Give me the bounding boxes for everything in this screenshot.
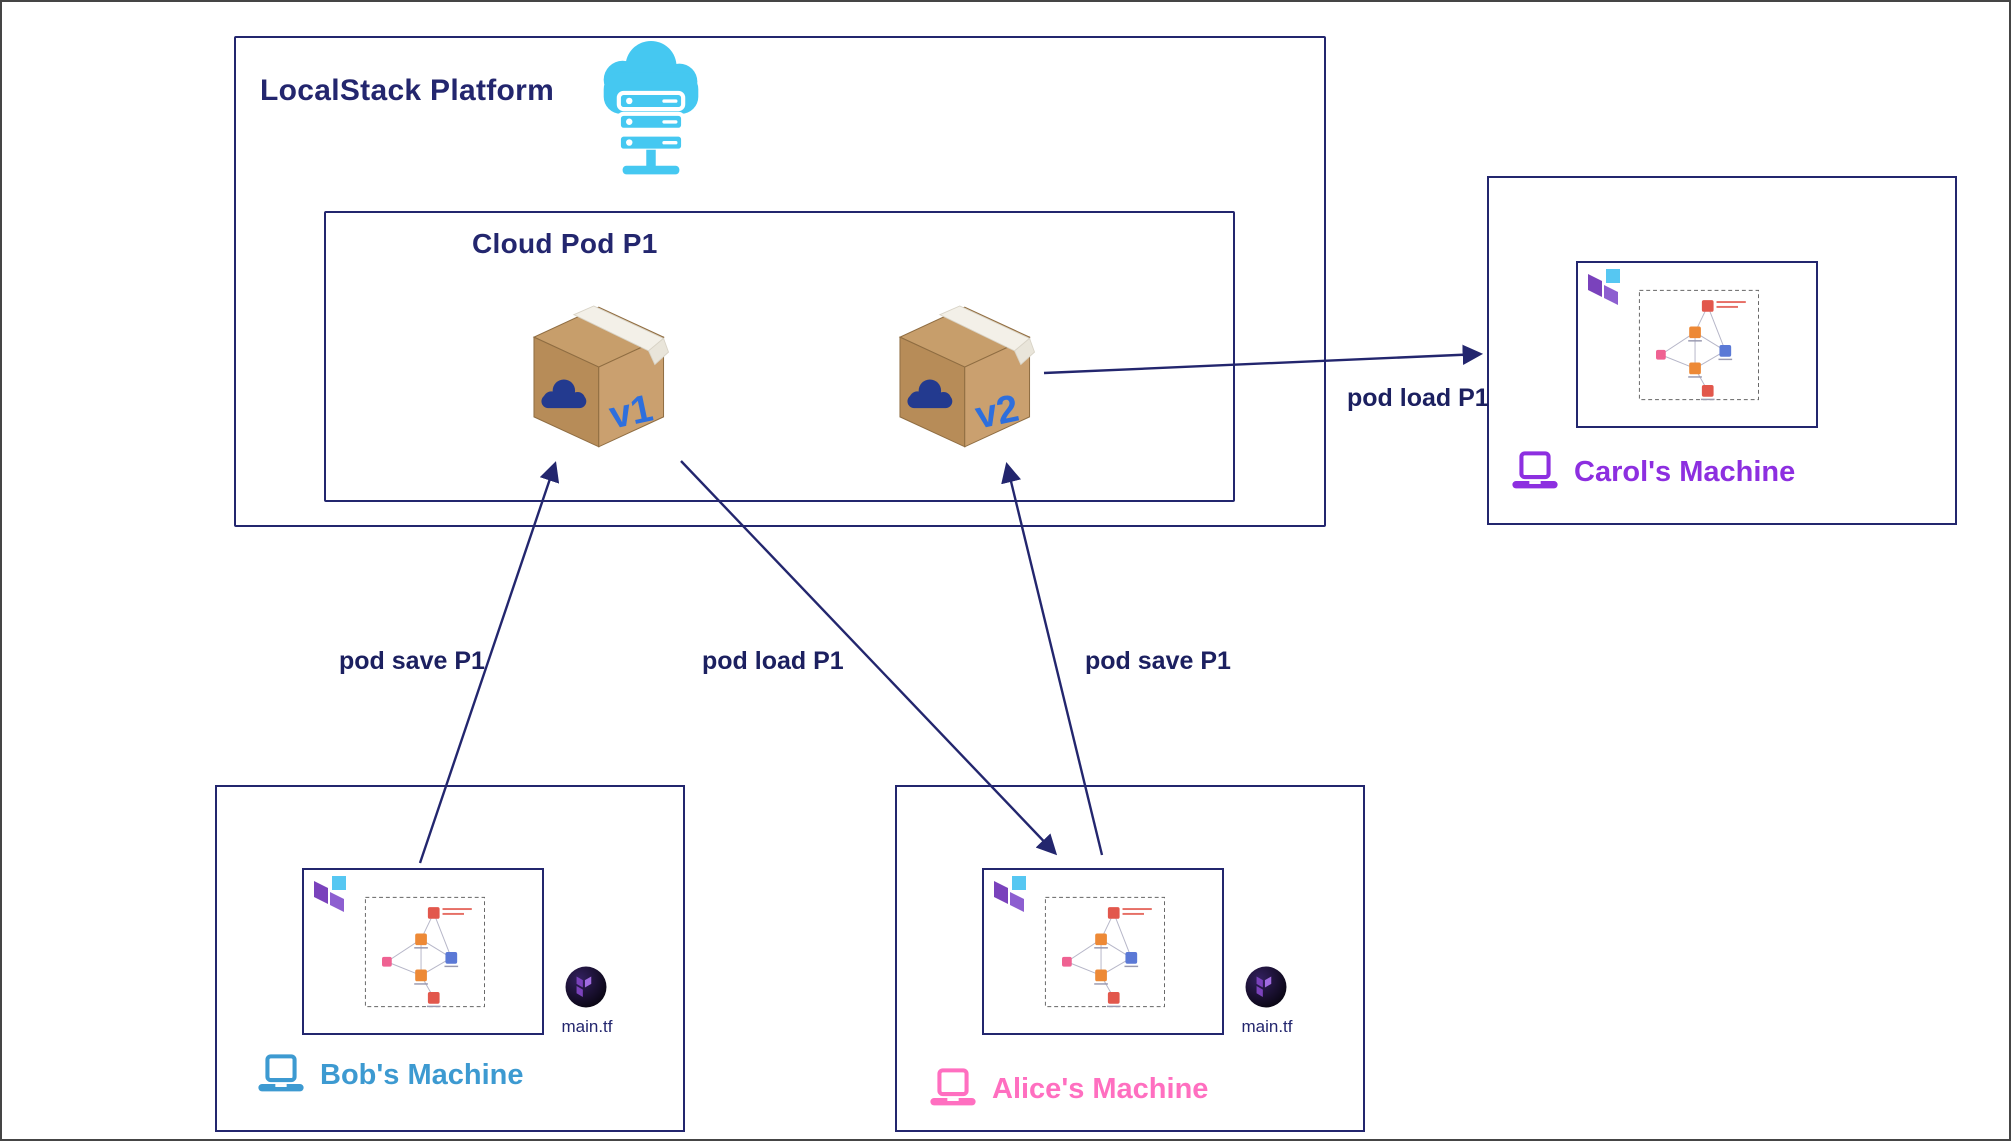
laptop-icon bbox=[930, 1068, 976, 1106]
architecture-diagram bbox=[364, 896, 485, 1008]
laptop-icon bbox=[258, 1054, 304, 1092]
cloud-pod-package-v2: v2 bbox=[898, 305, 1036, 448]
file-name-label: main.tf bbox=[1241, 1017, 1293, 1036]
laptop-icon bbox=[1512, 451, 1558, 489]
localstack-cloud-glyph bbox=[907, 379, 953, 409]
terraform-logo-icon bbox=[994, 876, 1026, 912]
cloud-pod-title: Cloud Pod P1 bbox=[472, 228, 658, 259]
carol-machine-box: Carol's Machine bbox=[1487, 176, 1957, 525]
alice-machine-label: Alice's Machine bbox=[992, 1072, 1209, 1105]
pod-version-label: v2 bbox=[972, 387, 1023, 438]
cloud-pod-package-v1: v1 bbox=[532, 305, 670, 448]
arrow-label-pod-load-alice: pod load P1 bbox=[702, 647, 844, 675]
aws-resource-nodes bbox=[1656, 300, 1732, 397]
file-name-label: main.tf bbox=[561, 1017, 613, 1036]
arrow-label-pod-save-alice: pod save P1 bbox=[1085, 647, 1231, 675]
alice-machine-box: main.tf Alice's Machine bbox=[895, 785, 1365, 1132]
architecture-diagram bbox=[1044, 896, 1165, 1008]
localstack-platform-title: LocalStack Platform bbox=[260, 74, 555, 107]
bob-caption: Bob's Machine bbox=[255, 1053, 523, 1097]
alice-caption: Alice's Machine bbox=[927, 1067, 1208, 1111]
carol-machine-label: Carol's Machine bbox=[1574, 455, 1796, 488]
alice-diagram-box bbox=[982, 868, 1224, 1035]
architecture-diagram bbox=[1638, 289, 1759, 401]
terraform-file-icon bbox=[565, 966, 607, 1008]
aws-resource-nodes bbox=[1062, 907, 1138, 1004]
bob-machine-label: Bob's Machine bbox=[320, 1058, 524, 1091]
cloud-pod-box bbox=[324, 211, 1235, 502]
carol-diagram-box bbox=[1576, 261, 1818, 428]
bob-diagram-box bbox=[302, 868, 544, 1035]
pod-version-label: v1 bbox=[606, 387, 657, 438]
aws-resource-nodes bbox=[382, 907, 458, 1004]
cloud-server-icon bbox=[603, 40, 699, 175]
terraform-logo-icon bbox=[314, 876, 346, 912]
carol-caption: Carol's Machine bbox=[1509, 450, 1795, 494]
bob-machine-box: main.tf Bob's Machine bbox=[215, 785, 685, 1132]
arrow-label-pod-save-bob: pod save P1 bbox=[339, 647, 485, 675]
terraform-file-icon bbox=[1245, 966, 1287, 1008]
terraform-logo-icon bbox=[1588, 269, 1620, 305]
arrow-label-pod-load-carol: pod load P1 bbox=[1347, 384, 1489, 412]
localstack-cloud-glyph bbox=[541, 379, 587, 409]
